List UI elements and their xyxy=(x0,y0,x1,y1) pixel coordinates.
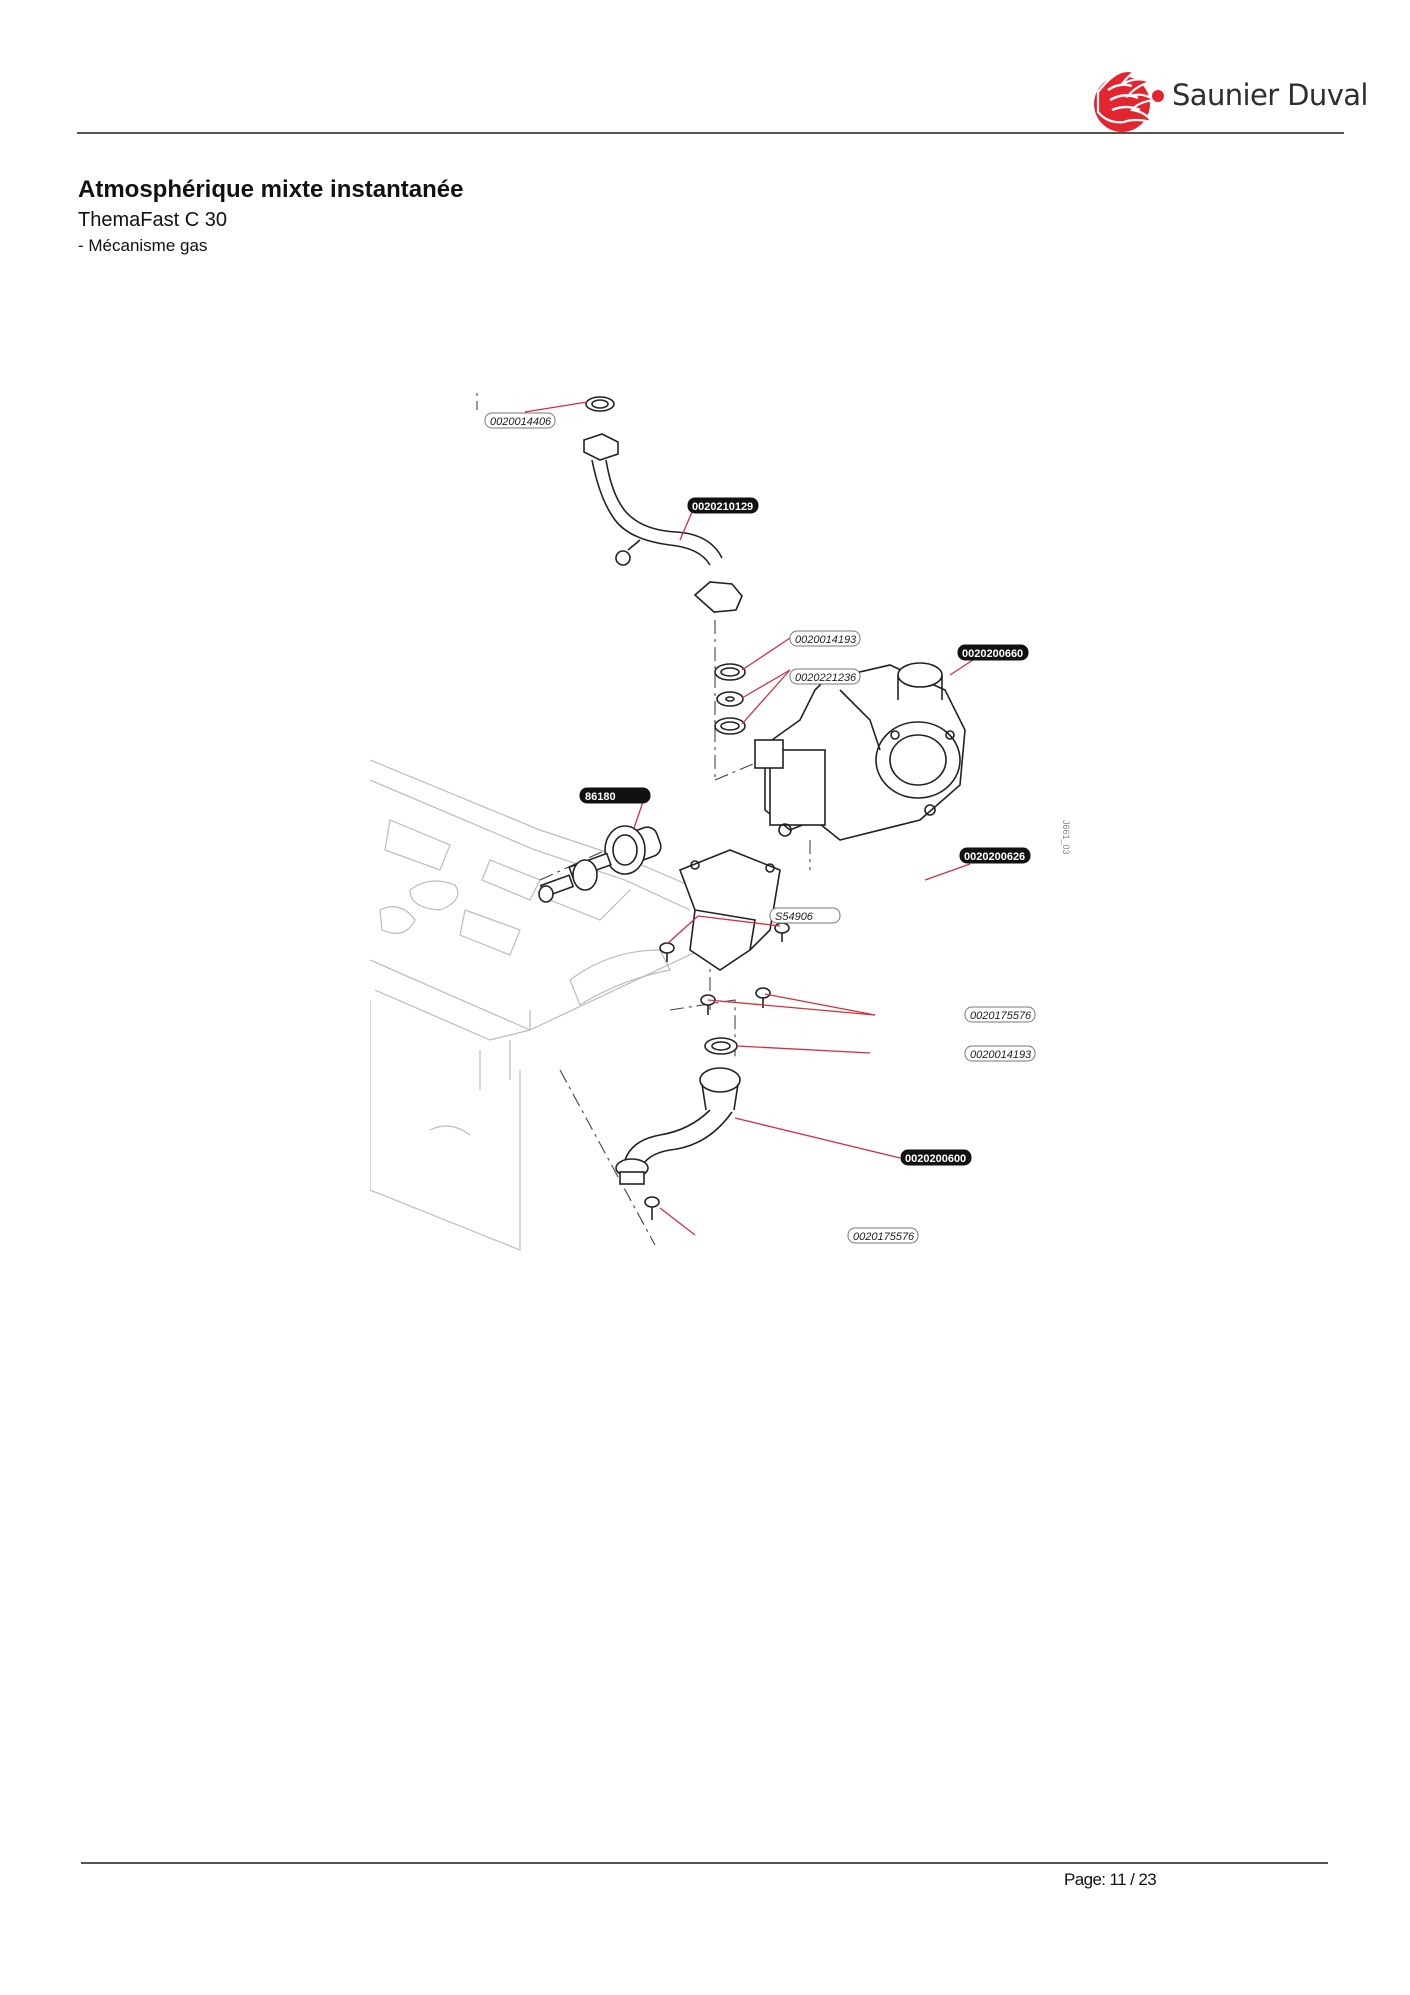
washer xyxy=(585,396,615,412)
callout-0020210129: 0020210129 xyxy=(687,497,759,514)
brand-name: Saunier Duval xyxy=(1172,78,1368,112)
axis-line xyxy=(559,1069,656,1246)
gas-pipe-bottom xyxy=(615,1067,741,1185)
part-ref-label: 0020200626 xyxy=(964,851,1025,863)
part-ref-label: S54906 xyxy=(775,911,814,923)
model-name: ThemaFast C 30 xyxy=(78,209,227,231)
exploded-parts-diagram: 0020014406 0020210129 0020014193 0020221… xyxy=(369,320,1071,1260)
saunier-duval-logo: Saunier Duval xyxy=(1088,62,1368,134)
part-ref-label: 0020175576 xyxy=(970,1010,1032,1022)
gas-valve xyxy=(754,662,966,841)
callout-0020200600: 0020200600 xyxy=(900,1149,972,1166)
callout-0020200660: 0020200660 xyxy=(957,644,1029,661)
saunier-duval-hare-logo-icon xyxy=(1094,69,1164,132)
callout-0020200626: 0020200626 xyxy=(959,847,1031,864)
gas-filter xyxy=(716,691,744,707)
control-knob xyxy=(538,825,662,903)
part-ref-label: 0020014406 xyxy=(490,416,552,428)
part-ref-label: 0020221236 xyxy=(795,672,857,684)
section-name: - Mécanisme gas xyxy=(78,236,208,255)
callout-0020221236: 0020221236 xyxy=(789,668,861,685)
footer-divider xyxy=(81,1862,1328,1864)
callout-0020014193-lower: 0020014193 xyxy=(964,1045,1036,1062)
axis-line xyxy=(669,999,736,1060)
mounting-bracket xyxy=(678,849,781,971)
callout-0020175576-lower: 0020175576 xyxy=(847,1227,919,1244)
o-ring-lower xyxy=(704,1037,738,1055)
page-number: Page: 11 / 23 xyxy=(1064,1870,1157,1889)
callout-0020014406: 0020014406 xyxy=(484,412,556,429)
part-ref-label: 0020200600 xyxy=(905,1153,966,1165)
header-divider xyxy=(77,132,1344,134)
part-ref-label: 86180 xyxy=(585,791,616,803)
part-ref-label: 0020014193 xyxy=(795,634,857,646)
part-ref-label: 0020200660 xyxy=(962,648,1023,660)
part-ref-label: 0020210129 xyxy=(692,501,753,513)
callout-86180: 86180 xyxy=(579,787,651,804)
gas-pipe-top xyxy=(583,433,743,613)
callout-0020014193: 0020014193 xyxy=(789,630,861,647)
o-ring xyxy=(714,717,746,735)
o-ring xyxy=(714,663,746,681)
part-ref-label: 0020014193 xyxy=(970,1049,1032,1061)
part-ref-label: 0020175576 xyxy=(853,1231,915,1243)
drawing-reference: J661_03 xyxy=(1061,820,1070,855)
callout-S54906: S54906 xyxy=(769,907,841,924)
callout-0020175576: 0020175576 xyxy=(964,1006,1036,1023)
document-title: Atmosphérique mixte instantanée xyxy=(78,176,464,203)
